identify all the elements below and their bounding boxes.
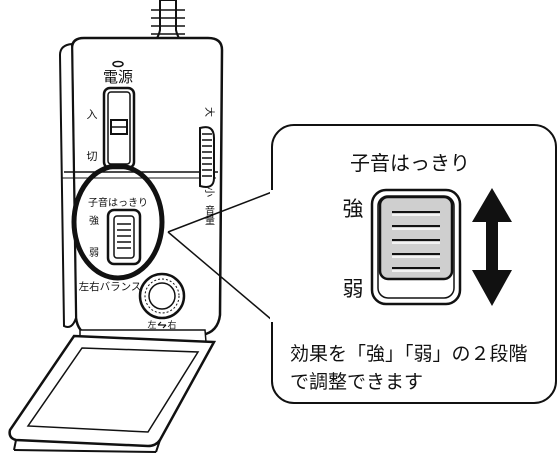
balance-label: 左右バランス (79, 280, 142, 293)
double-arrow-icon (472, 188, 512, 306)
callout-clarity-switch (370, 188, 462, 306)
volume-low-label: 小 (203, 187, 215, 197)
power-switch[interactable] (102, 86, 136, 170)
balance-left-label: 左 (147, 319, 156, 331)
callout-title: 子音はっきり (350, 151, 470, 175)
power-off-label: 切 (87, 150, 98, 163)
device-clarity-switch[interactable] (106, 208, 142, 266)
balance-arrow-icon (157, 321, 167, 329)
callout-pointer (167, 191, 273, 321)
callout-weak-label: 弱 (343, 277, 364, 301)
balance-dial[interactable] (138, 272, 186, 320)
device-strong-label: 強 (89, 214, 99, 227)
callout-description-line1: 効果を「強」「弱」の２段階 (290, 343, 528, 365)
balance-right-label: 右 (167, 319, 176, 331)
device-weak-label: 弱 (89, 247, 99, 259)
highlight-circle (71, 163, 165, 281)
callout-strong-label: 強 (343, 197, 364, 221)
volume-high-label: 大 (203, 107, 216, 117)
battery-cover (8, 334, 217, 453)
volume-wheel[interactable] (199, 126, 215, 188)
callout-description-line2: で調整できます (290, 371, 423, 393)
device-clarity-label: 子音はっきり (88, 196, 148, 209)
volume-label: 音量 (203, 204, 215, 225)
power-label: 電源 (103, 68, 133, 86)
power-on-label: 入 (87, 108, 98, 121)
power-led (112, 60, 124, 68)
